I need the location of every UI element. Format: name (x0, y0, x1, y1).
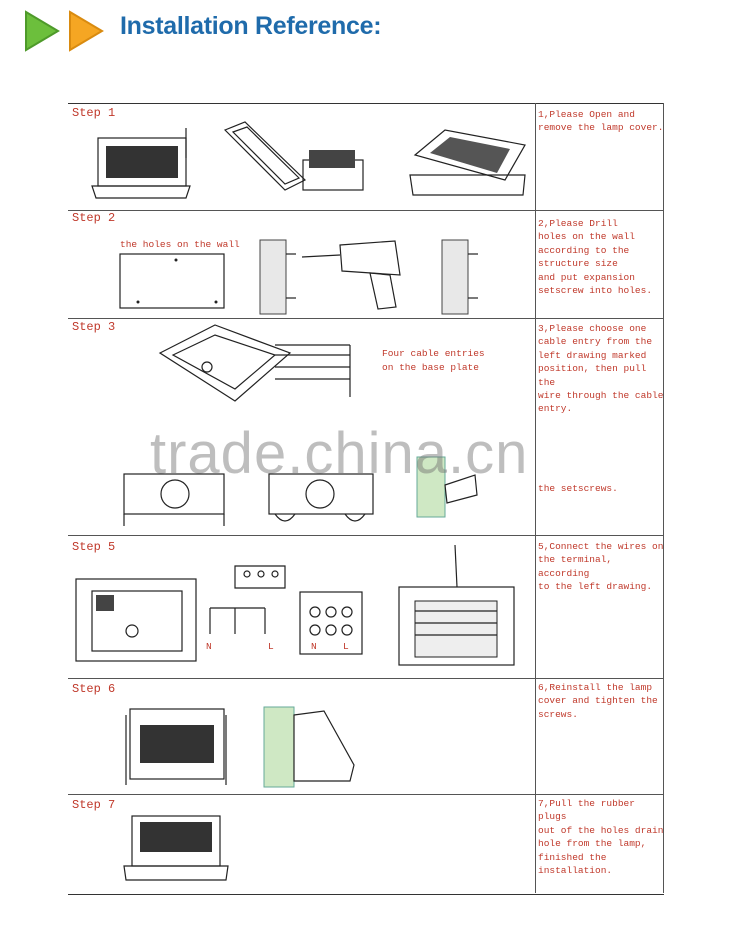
row-divider (68, 535, 664, 536)
step-3-note: 3,Please choose one cable entry from the… (538, 323, 664, 415)
row-divider (68, 678, 664, 679)
step-5-note: 5,Connect the wires on the terminal, acc… (538, 541, 664, 593)
wire-label-n: N (206, 641, 212, 652)
step-1-label: Step 1 (72, 106, 116, 120)
lamp-cover-open-illustration (223, 121, 364, 191)
lamp-closed-illustration (91, 128, 191, 199)
step-5-label: Step 5 (72, 540, 116, 554)
lamp-housing-illustration (409, 129, 526, 196)
wall-holes-diagram (119, 253, 225, 309)
terminal-block-icon (209, 565, 286, 634)
row-divider (68, 318, 664, 319)
lamp-finished-illustration (123, 815, 229, 881)
lamp-wiring-illustration (75, 578, 197, 662)
wall-mount-side-illustration (416, 456, 478, 518)
step-7-label: Step 7 (72, 798, 116, 812)
wire-label-l-2: L (343, 641, 349, 652)
page-title: Installation Reference: (120, 12, 382, 40)
base-plate-illustration (158, 324, 351, 402)
cable-entries-label: Four cable entries on the base plate (382, 348, 485, 373)
table-right-edge (663, 103, 664, 893)
wire-label-l: L (268, 641, 274, 652)
row-divider (68, 210, 664, 211)
lamp-reinstalled-illustration (125, 708, 227, 785)
wire-label-n-2: N (311, 641, 317, 652)
drill-icon (301, 240, 401, 310)
step-3-label: Step 3 (72, 320, 116, 334)
row-divider (68, 794, 664, 795)
step-2-note: 2,Please Drill holes on the wall accordi… (538, 218, 653, 297)
step-2-label: Step 2 (72, 211, 116, 225)
watermark: trade.china.cn (150, 421, 529, 486)
lamp-connected-illustration (398, 544, 515, 666)
mounting-front-illustration (123, 473, 225, 526)
holes-label: the holes on the wall (120, 239, 240, 250)
step-6-label: Step 6 (72, 682, 116, 696)
double-chevron-right-icon (25, 10, 104, 52)
instruction-table (68, 103, 664, 895)
step-4-note: the setscrews. (538, 483, 618, 494)
mounting-bracket-illustration (268, 473, 374, 522)
step-1-note: 1,Please Open and remove the lamp cover. (538, 109, 664, 134)
header: Installation Reference: (0, 0, 746, 60)
step-6-note: 6,Reinstall the lamp cover and tighten t… (538, 682, 658, 720)
lamp-side-mounted-illustration (263, 706, 355, 788)
column-divider (535, 103, 536, 893)
wall-section-screws-icon (441, 239, 478, 315)
wall-section-icon (259, 239, 296, 315)
terminal-diagram-icon (299, 591, 363, 655)
step-7-note: 7,Pull the rubber plugs out of the holes… (538, 798, 664, 877)
